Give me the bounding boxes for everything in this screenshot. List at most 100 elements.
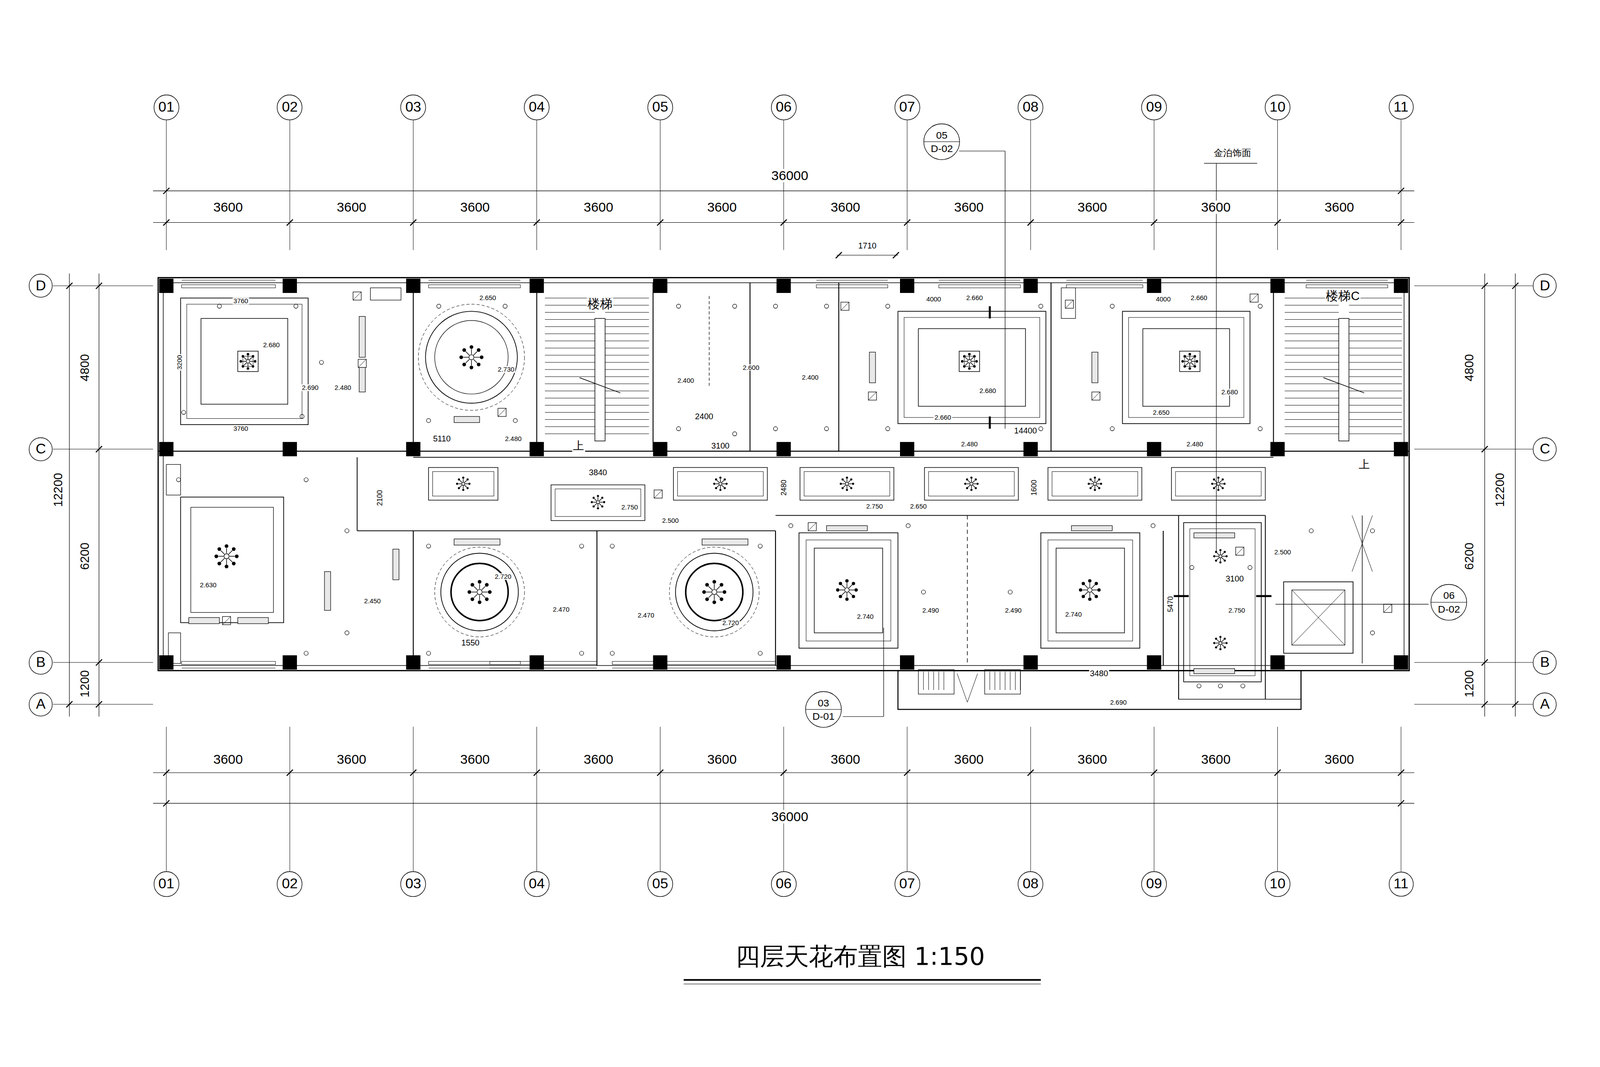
- chandelier-symbol: [1181, 352, 1199, 370]
- chandelier-lamp: [246, 367, 250, 370]
- ceiling-panel: [1175, 471, 1262, 496]
- window-sill: [1066, 284, 1143, 288]
- leader-line: [959, 150, 1005, 152]
- chandelier-lamp: [1079, 588, 1083, 592]
- chandelier-lamp: [470, 582, 475, 587]
- chandelier-lamp: [459, 355, 464, 359]
- stair-tread: [1284, 390, 1340, 392]
- grid-line: [1277, 726, 1278, 872]
- chandelier-arm: [249, 362, 252, 366]
- elevation-mark: 2.740: [1064, 611, 1083, 618]
- ceiling-panel: [432, 471, 494, 496]
- dimension-text: 1710: [857, 241, 878, 250]
- chandelier-lamp: [601, 505, 604, 508]
- grid-line: [1400, 119, 1402, 251]
- ceiling-frame: [1122, 311, 1251, 424]
- chandelier-symbol: [456, 476, 471, 492]
- dimension-tick: [286, 769, 293, 776]
- dimension-tick: [96, 445, 103, 452]
- chandelier-arm: [843, 484, 846, 488]
- chandelier-arm: [1220, 637, 1221, 641]
- exterior-wall: [1178, 670, 1302, 699]
- chandelier-center: [1093, 482, 1097, 486]
- chandelier-arm: [247, 355, 248, 360]
- grid-label: 03: [405, 99, 422, 115]
- structural-column: [1270, 278, 1285, 293]
- grid-bubble: 09: [1140, 870, 1168, 897]
- chandelier-arm: [226, 559, 227, 564]
- chandelier-symbol: [459, 344, 484, 369]
- ceiling-panel: [673, 467, 768, 500]
- exhaust-grille: [1061, 287, 1076, 319]
- dimension-text: 楼梯: [586, 297, 614, 311]
- dimension-tick: [1151, 219, 1158, 226]
- chandelier-lamp: [480, 355, 484, 359]
- grid-label: 05: [652, 876, 669, 892]
- chandelier-arm: [1184, 360, 1188, 362]
- shaft: [984, 669, 1021, 694]
- chandelier-arm: [706, 591, 712, 592]
- grid-bubble: 05: [647, 870, 674, 897]
- linear-light: [392, 548, 400, 580]
- chandelier-arm: [1096, 480, 1099, 483]
- stair-tread: [1348, 319, 1402, 320]
- gold-foil-ceiling: [1183, 522, 1261, 682]
- wall-line: [1050, 282, 1052, 452]
- chandelier-arm: [458, 483, 462, 484]
- stair-tread: [1348, 304, 1402, 306]
- elevation-mark: 4000: [1155, 295, 1172, 303]
- chandelier-lamp: [852, 482, 855, 485]
- elevation-mark: 2.500: [1273, 548, 1292, 556]
- structural-column: [900, 278, 915, 293]
- grid-line: [907, 726, 908, 872]
- grid-bubble: 10: [1264, 94, 1291, 121]
- chandelier-lamp: [850, 478, 853, 481]
- ceiling-panel: [1048, 467, 1142, 500]
- chandelier-arm: [846, 592, 848, 597]
- chandelier-arm: [1192, 360, 1196, 362]
- bubble-circle: [1533, 274, 1557, 298]
- elevation-mark: 2.650: [478, 294, 497, 302]
- grid-line: [536, 119, 537, 251]
- elevation-mark: 2.500: [661, 516, 680, 524]
- chandelier-center: [967, 359, 972, 364]
- chandelier-arm: [1221, 557, 1224, 560]
- structural-column: [529, 655, 544, 670]
- dimension-tick: [1397, 769, 1404, 776]
- wall-line: [356, 457, 358, 531]
- chandelier-lamp: [214, 554, 219, 558]
- structural-column: [652, 441, 668, 456]
- stair-tread: [1284, 340, 1340, 341]
- ceiling-panel: [924, 467, 1019, 500]
- stair-tread: [604, 426, 649, 427]
- dimension-tick: [904, 769, 911, 776]
- dimension-tick: [1027, 769, 1034, 776]
- round-ceiling: [685, 563, 744, 621]
- chandelier-arm: [1216, 557, 1220, 560]
- chandelier-arm: [1089, 592, 1090, 597]
- vent-grille: [1004, 671, 1006, 690]
- chandelier-symbol: [467, 580, 492, 604]
- title-underline: [683, 983, 1041, 984]
- bubble-circle: [1264, 871, 1290, 896]
- grid-label: 08: [1022, 876, 1039, 892]
- wall-line: [536, 282, 538, 452]
- window-line: [938, 280, 1021, 281]
- elevation-mark: 2.730: [496, 366, 516, 373]
- chandelier-lamp: [1081, 581, 1085, 585]
- chandelier-arm: [972, 484, 976, 488]
- dimension-tick: [892, 252, 900, 259]
- dimension-text: 3600: [1200, 200, 1232, 214]
- chandelier-arm: [460, 480, 463, 483]
- grid-label: 11: [1393, 876, 1409, 892]
- chandelier-symbol: [960, 352, 978, 370]
- linear-light: [359, 367, 366, 392]
- elevation-mark: 2.470: [636, 612, 656, 619]
- chandelier-arm: [968, 363, 970, 368]
- chandelier-arm: [1082, 589, 1088, 590]
- access-panel-diagonal: [1383, 604, 1392, 612]
- grid-label: D: [35, 278, 46, 294]
- window-line: [181, 667, 276, 668]
- leader-line: [1004, 151, 1006, 429]
- dimension-text: 14400: [1013, 426, 1038, 435]
